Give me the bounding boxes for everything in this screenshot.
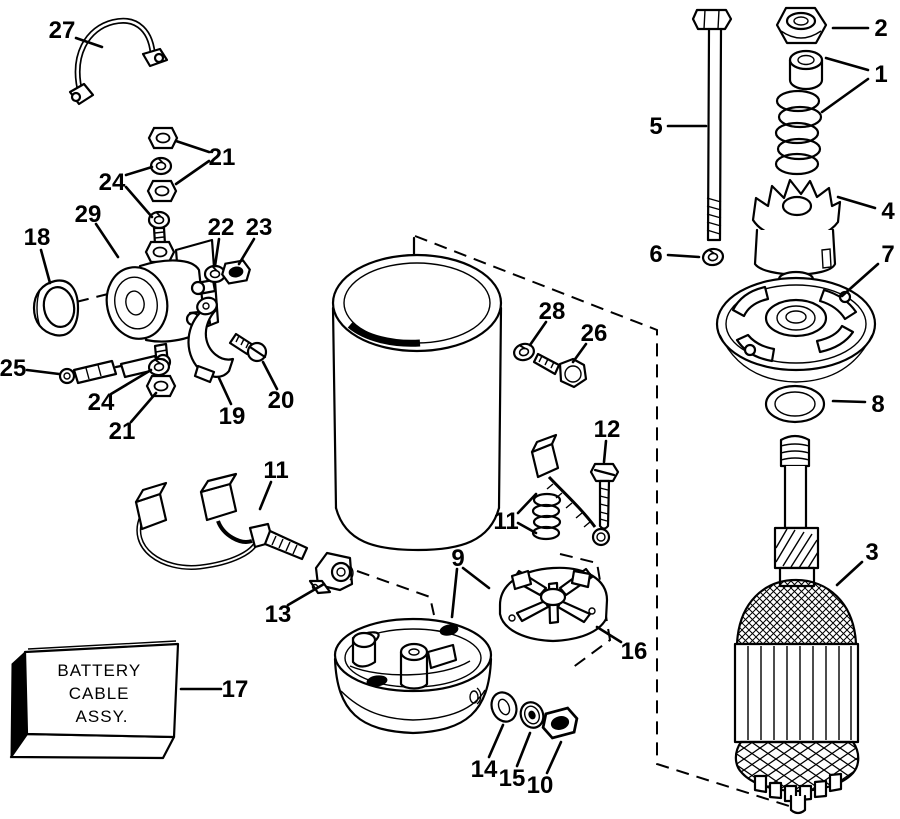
lockwasher-6	[700, 246, 726, 268]
screw-26	[532, 352, 588, 389]
part-label-1-25: 1	[874, 61, 887, 88]
clamp-screw	[228, 332, 268, 363]
lockwasher-28	[511, 340, 537, 364]
part-label-7-29: 7	[881, 241, 894, 268]
part-label-24-2: 24	[99, 169, 126, 196]
terminal-nuts-washers-upper	[146, 126, 179, 230]
part-label-6-28: 6	[649, 241, 662, 268]
screw-12	[589, 462, 620, 530]
leader-line-20	[261, 360, 279, 391]
part-label-3-31: 3	[865, 539, 878, 566]
part-label-20-11: 20	[268, 387, 295, 414]
leader-line-28	[528, 320, 548, 347]
cable-clamp	[187, 296, 235, 384]
part-label-9-15: 9	[451, 545, 464, 572]
part-label-19-10: 19	[219, 403, 246, 430]
part-label-28-20: 28	[539, 298, 566, 325]
leader-line-13	[286, 582, 326, 607]
leader-line-16	[595, 625, 623, 644]
small-washer-and-nut	[203, 258, 253, 286]
brush-plate	[498, 566, 609, 643]
terminal-block	[308, 551, 354, 595]
leader-line-6	[666, 253, 701, 259]
part-label-5-26: 5	[649, 113, 662, 140]
drive-pinion-gear	[751, 178, 842, 295]
part-label-2-24: 2	[874, 15, 887, 42]
leader-line-14	[487, 723, 505, 759]
part-label-18-6: 18	[24, 224, 51, 251]
shaft-nut	[775, 6, 828, 45]
part-label-21-9: 21	[109, 418, 136, 445]
leader-line-9	[461, 566, 491, 590]
through-bolt	[691, 8, 733, 242]
part-label-13-12: 13	[265, 601, 292, 628]
part-label-11-23: 11	[493, 508, 518, 535]
part-label-23-5: 23	[246, 214, 273, 241]
leader-line-11	[516, 492, 538, 515]
rubber-boot	[32, 279, 80, 337]
brush-set-right	[530, 433, 611, 547]
part-label-17-14: 17	[222, 676, 249, 703]
leader-line-11	[258, 480, 273, 511]
part-label-24-8: 24	[88, 389, 115, 416]
washers-and-nut-bottom	[490, 691, 582, 741]
part-label-27-0: 27	[49, 17, 76, 44]
part-label-10-19: 10	[527, 772, 554, 799]
part-label-21-1: 21	[209, 144, 236, 171]
armature	[733, 434, 860, 815]
part-label-12-22: 12	[594, 416, 621, 443]
part-label-26-21: 26	[581, 320, 608, 347]
leader-line-7	[840, 262, 880, 298]
part-label-11-13: 11	[263, 457, 288, 484]
leader-line-24	[124, 165, 154, 177]
leader-line-15	[515, 731, 532, 768]
leader-line-23	[237, 237, 256, 266]
leader-line-11	[516, 521, 538, 535]
leader-line-1	[824, 56, 870, 72]
thrust-washer	[764, 384, 826, 424]
end-plate	[715, 276, 877, 383]
part-label-8-30: 8	[871, 391, 884, 418]
leader-line-22	[213, 237, 221, 268]
leader-line-9	[450, 567, 459, 619]
leader-line-10	[545, 740, 563, 775]
leader-line-3	[835, 560, 864, 587]
part-label-22-4: 22	[208, 214, 235, 241]
part-label-15-18: 15	[499, 765, 526, 792]
part-label-16-16: 16	[621, 638, 648, 665]
leader-line-18	[39, 248, 52, 285]
part-label-4-27: 4	[881, 198, 895, 225]
leader-line-29	[94, 222, 120, 259]
starter-solenoid	[105, 226, 220, 368]
end-cap	[333, 617, 493, 735]
leader-line-26	[571, 342, 588, 364]
leader-line-1	[820, 77, 870, 114]
leader-line-21	[129, 391, 158, 424]
leader-line-27	[74, 36, 104, 49]
starter-frame	[331, 236, 503, 552]
leader-line-8	[831, 399, 867, 404]
jumper-lead	[68, 17, 169, 106]
leader-line-4	[836, 195, 877, 210]
leader-line-21	[174, 139, 211, 154]
leader-line-25	[25, 368, 61, 376]
spacer-and-spring	[774, 49, 824, 176]
part-label-25-7: 25	[0, 355, 26, 382]
battery-box-text: BATTERY CABLE ASSY.	[57, 661, 146, 726]
leader-line-24	[109, 368, 153, 396]
brush-set-left	[134, 472, 309, 570]
leader-line-12	[602, 439, 608, 464]
battery-cable-assy-box: BATTERY CABLE ASSY.	[9, 640, 180, 760]
part-label-14-17: 14	[471, 756, 498, 783]
part-label-29-3: 29	[75, 201, 102, 228]
leader-line-21	[174, 159, 211, 186]
leader-line-24	[124, 185, 154, 219]
leader-line-19	[217, 376, 233, 406]
